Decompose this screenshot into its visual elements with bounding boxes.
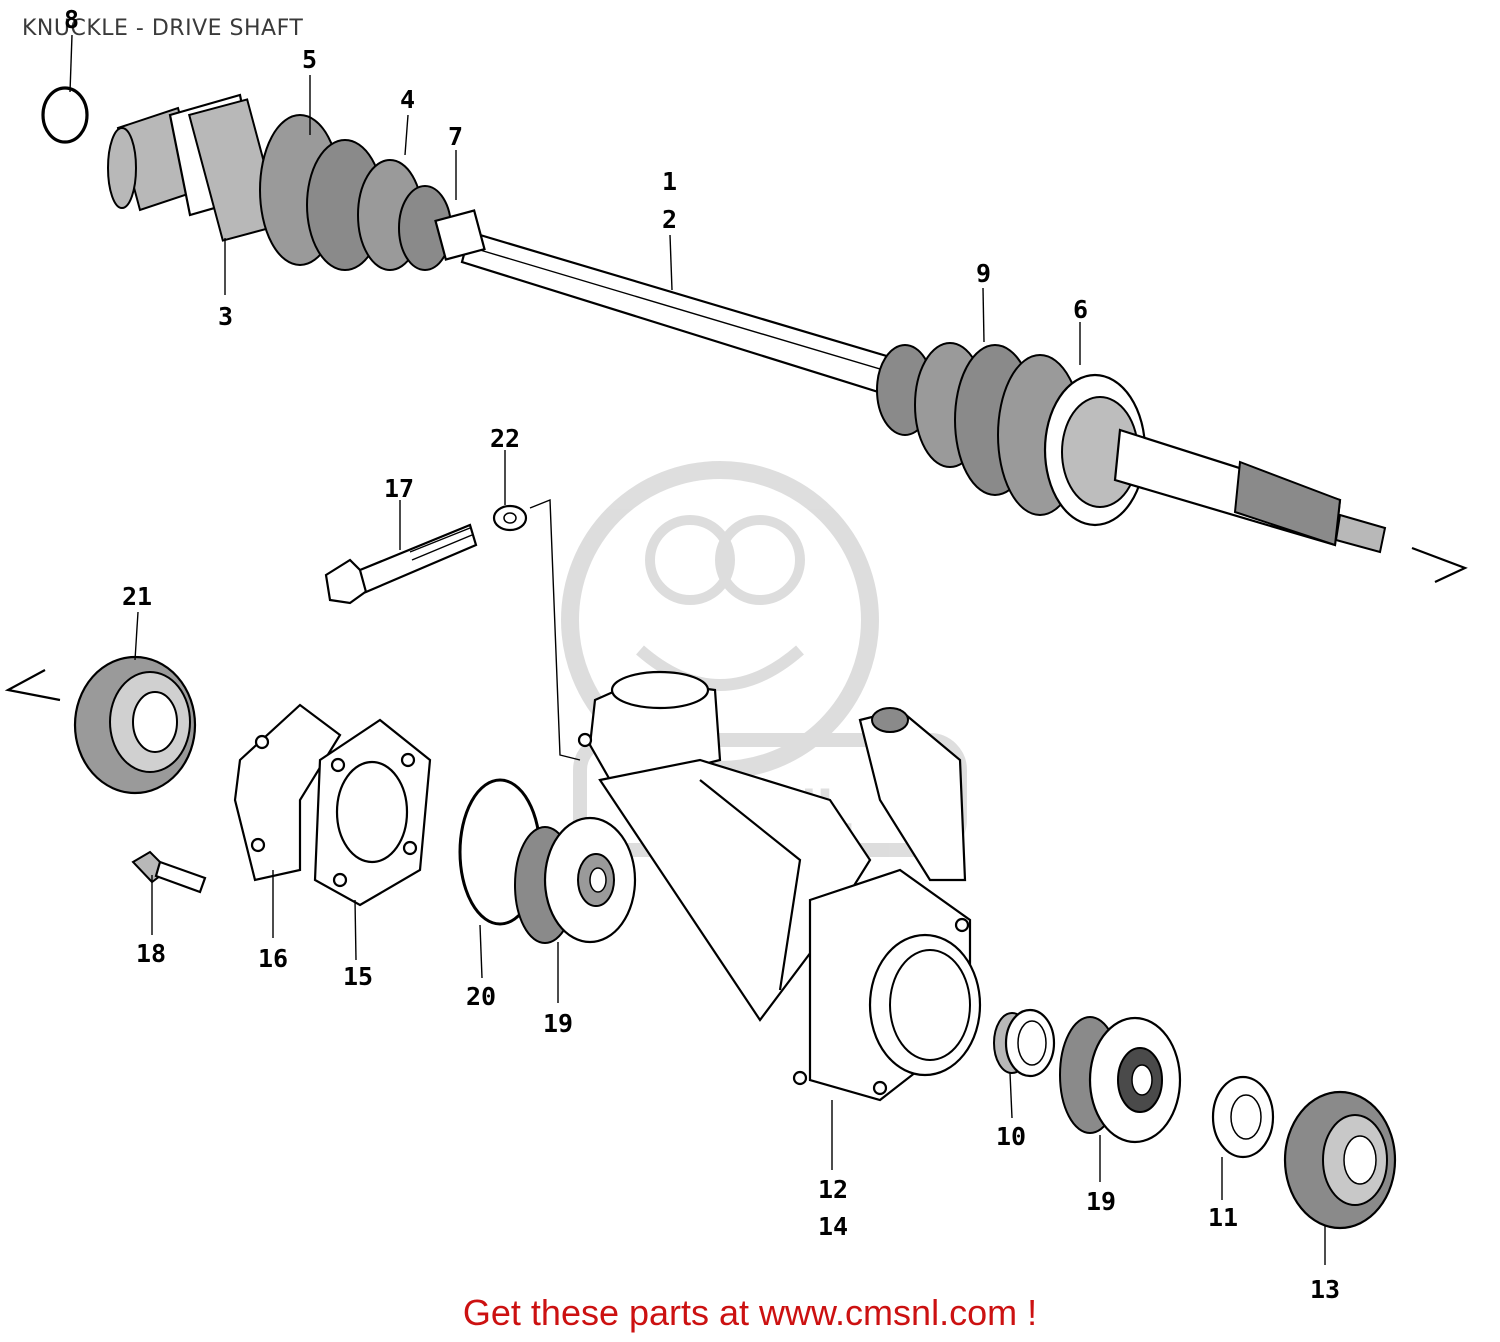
callout-labels: 8 5 4 7 3 1 2 9 6 22 17 21 18 16 15 20 1…: [64, 5, 1340, 1304]
callout-9: 9: [976, 259, 991, 288]
callout-17: 17: [384, 474, 414, 503]
callout-6: 6: [1073, 295, 1088, 324]
callout-11: 11: [1208, 1203, 1238, 1232]
callout-10: 10: [996, 1122, 1026, 1151]
callout-20: 20: [466, 982, 496, 1011]
callout-22: 22: [490, 424, 520, 453]
spacer-collar-part: [993, 1008, 1056, 1078]
callout-12: 12: [818, 1175, 848, 1204]
callout-8: 8: [64, 5, 79, 34]
oil-seal-part: [4, 655, 197, 795]
callout-2: 2: [662, 205, 677, 234]
bolt-part: [324, 523, 478, 605]
leader-lines: [69, 34, 1326, 1265]
callout-16: 16: [258, 944, 288, 973]
steering-knuckle-part: [577, 670, 982, 1102]
inner-boot: [259, 114, 486, 271]
callout-18: 18: [136, 939, 166, 968]
callout-1: 1: [662, 167, 677, 196]
callout-19-right: 19: [1086, 1187, 1116, 1216]
callout-19-left: 19: [543, 1009, 573, 1038]
callout-21: 21: [122, 582, 152, 611]
small-bolt-part: [131, 850, 207, 894]
ball-bearing-part: [514, 816, 637, 944]
footer-parts-link[interactable]: Get these parts at www.cmsnl.com !: [462, 1292, 1038, 1333]
ball-bearing-part-2: [1059, 1016, 1182, 1144]
callout-5: 5: [302, 45, 317, 74]
callout-15: 15: [343, 962, 373, 991]
outer-cv-joint: [1043, 373, 1387, 554]
callout-7: 7: [448, 122, 463, 151]
callout-3: 3: [218, 302, 233, 331]
lock-washer-part: [492, 498, 581, 761]
bearing-plate-part: [313, 718, 432, 907]
inner-cv-joint: [107, 93, 283, 242]
callout-14: 14: [818, 1212, 848, 1241]
diagram-title: KNUCKLE - DRIVE SHAFT: [22, 16, 304, 41]
callout-4: 4: [400, 85, 415, 114]
callout-13: 13: [1310, 1275, 1340, 1304]
gasket-part: [233, 703, 342, 882]
drive-shaft-assembly: [107, 93, 1468, 583]
circlip-part: [41, 86, 89, 144]
thrust-washer-part: [1211, 1075, 1275, 1159]
outer-oil-seal-part: [1283, 1090, 1397, 1230]
